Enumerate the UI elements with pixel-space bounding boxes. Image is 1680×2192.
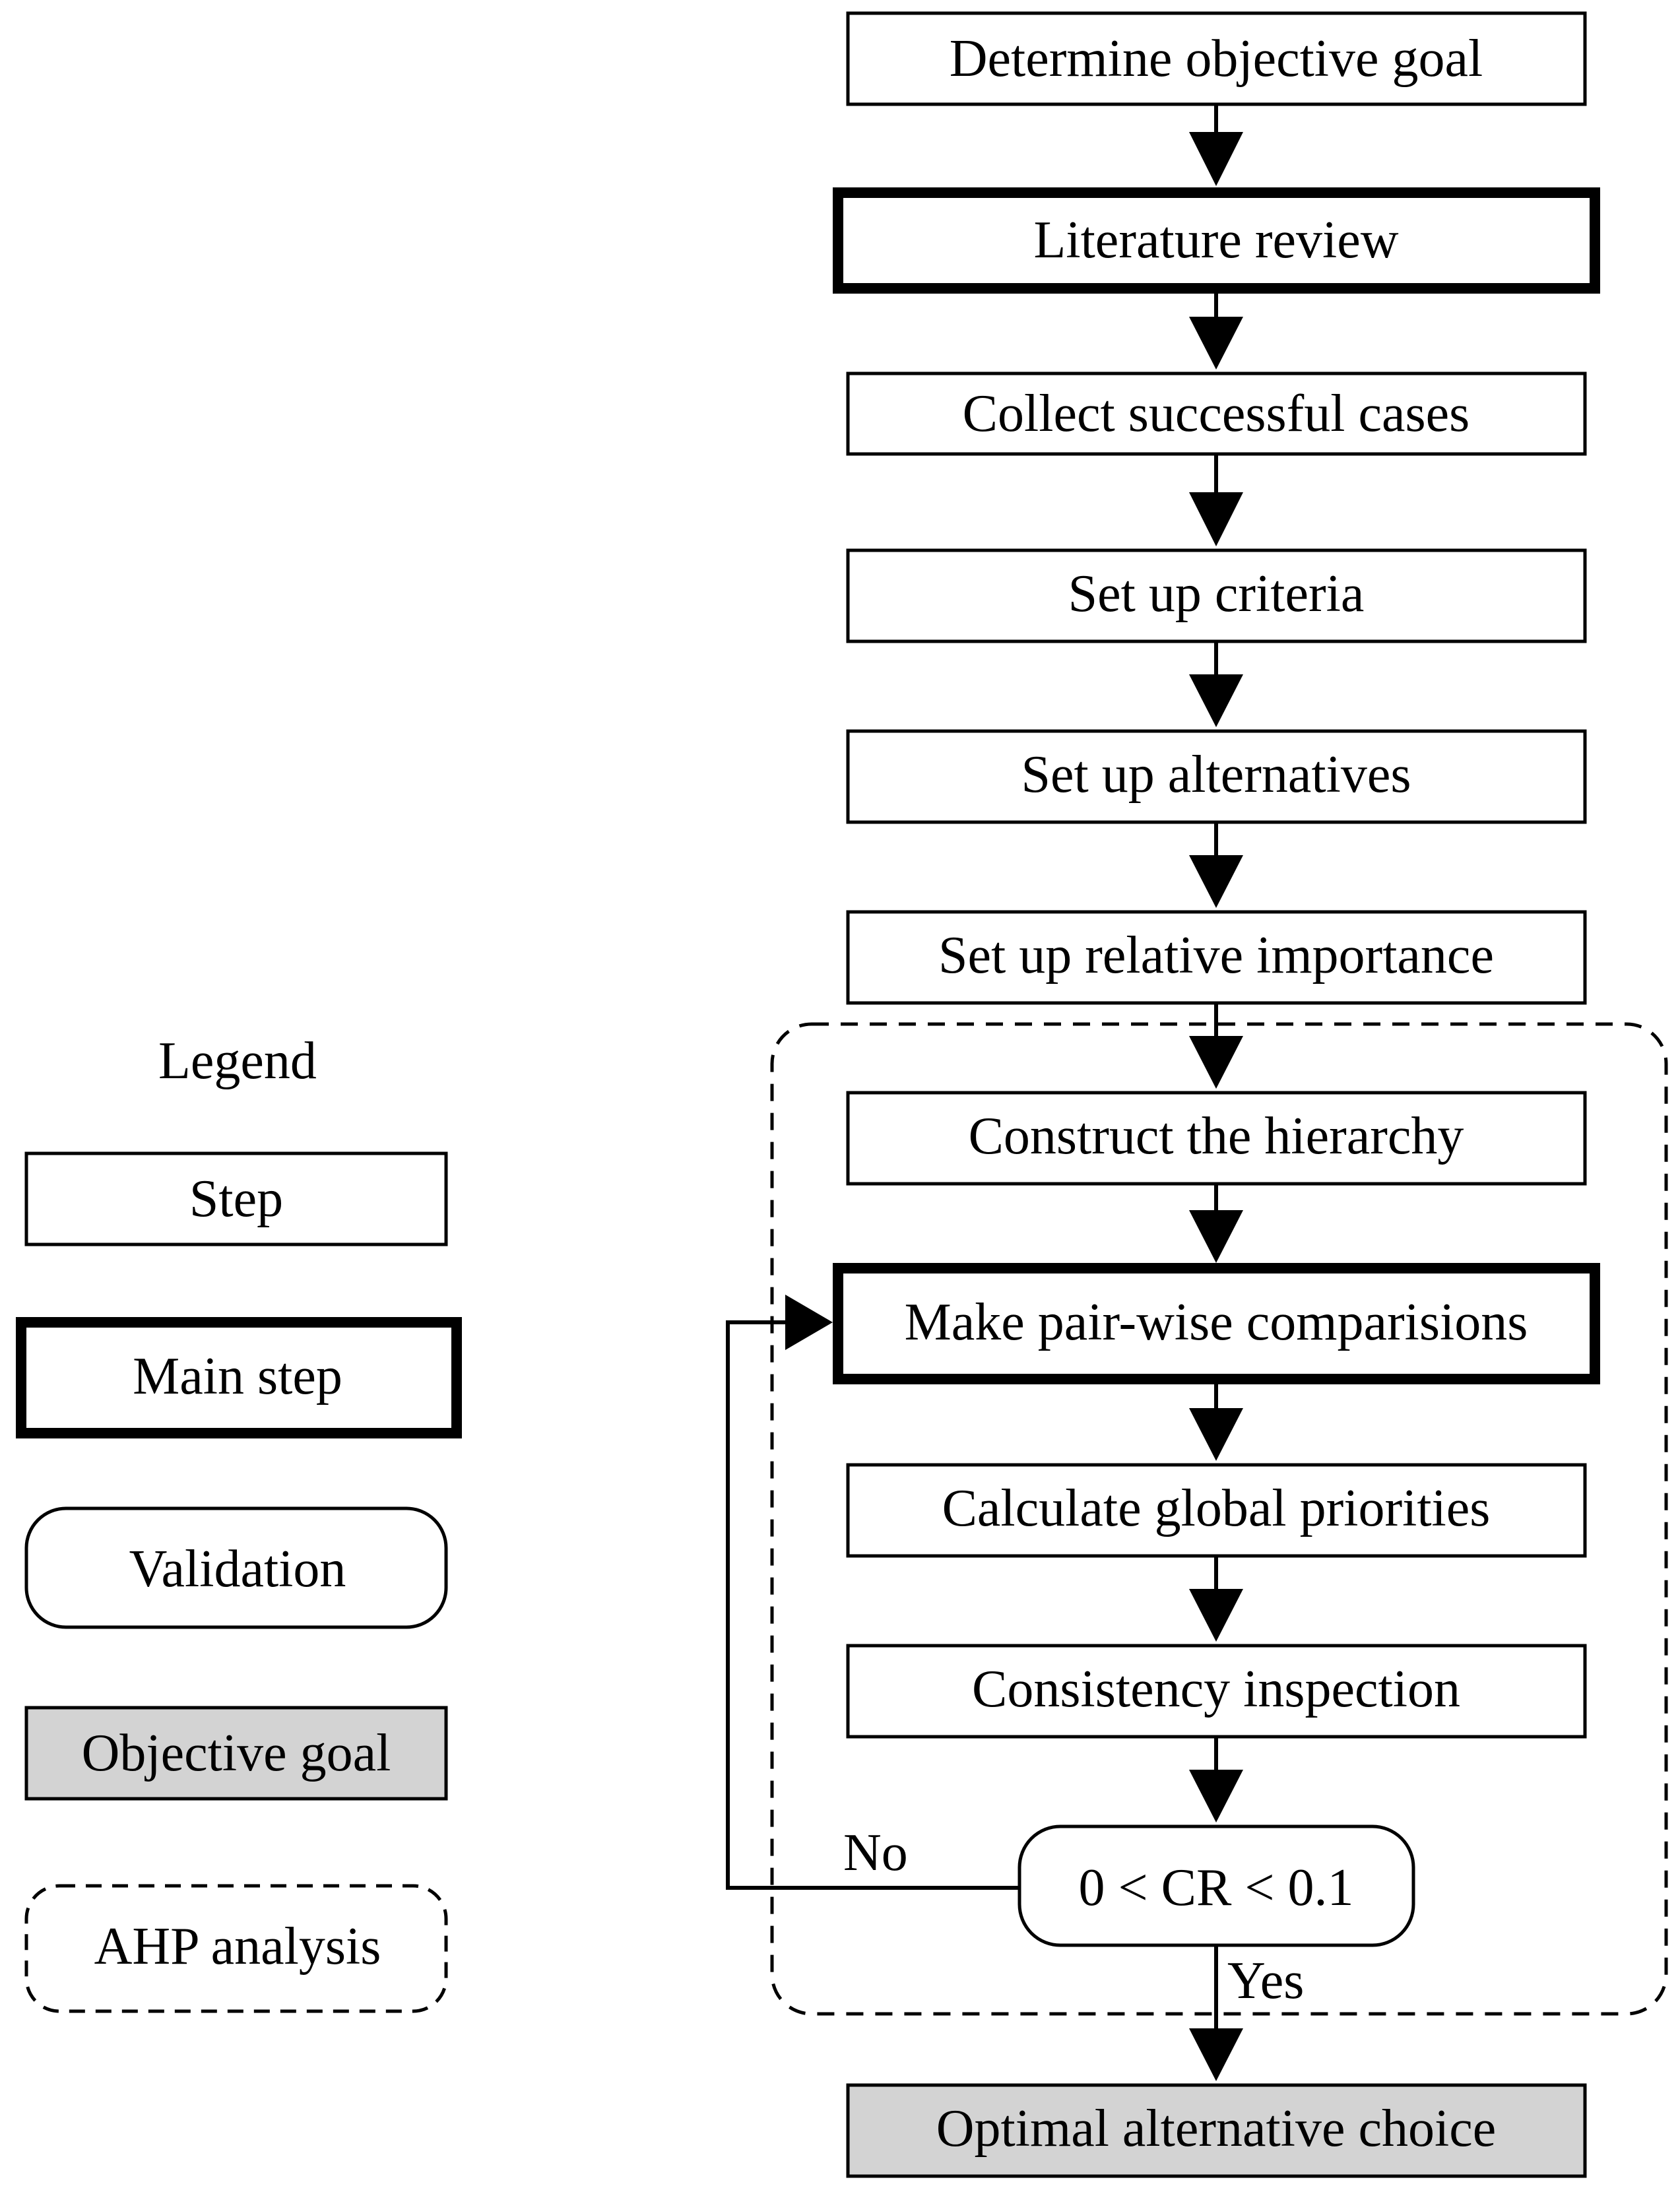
step-set-up-alternatives: Set up alternatives	[846, 729, 1587, 824]
legend-validation: Validation	[24, 1506, 448, 1629]
step-set-up-relative-importance: Set up relative importance	[846, 910, 1587, 1005]
legend: Legend Step Main step Validation Objecti…	[16, 1032, 462, 2013]
step-determine-objective-goal: Determine objective goal	[846, 11, 1587, 106]
arrow-10	[1189, 1737, 1243, 1822]
legend-title: Legend	[158, 1032, 317, 1090]
decision-cr-validation: 0 < CR < 0.1	[1018, 1824, 1415, 1947]
decision-label: 0 < CR < 0.1	[1079, 1859, 1354, 1917]
step-label: Set up alternatives	[1021, 746, 1411, 804]
step-make-pair-wise-comparisions: Make pair-wise comparisions	[833, 1263, 1600, 1384]
no-label: No	[843, 1824, 908, 1882]
legend-main-step-label: Main step	[133, 1347, 342, 1405]
arrow-3	[1189, 454, 1243, 546]
arrow-no-loop	[726, 1295, 1019, 1890]
step-label: Determine objective goal	[950, 30, 1483, 88]
arrow-5	[1189, 822, 1243, 908]
step-label: Set up criteria	[1068, 565, 1365, 623]
step-label: Make pair-wise comparisions	[905, 1293, 1528, 1351]
step-consistency-inspection: Consistency inspection	[846, 1644, 1587, 1739]
arrow-6	[1189, 1003, 1243, 1089]
step-label: Collect successful cases	[963, 385, 1470, 443]
legend-ahp-analysis-label: AHP analysis	[94, 1918, 381, 1976]
arrow-yes	[1189, 1945, 1243, 2081]
step-literature-review: Literature review	[833, 187, 1600, 294]
legend-main-step: Main step	[16, 1317, 462, 1438]
step-collect-successful-cases: Collect successful cases	[846, 371, 1587, 456]
step-calculate-global-priorities: Calculate global priorities	[846, 1463, 1587, 1558]
step-construct-the-hierarchy: Construct the hierarchy	[846, 1091, 1587, 1186]
legend-objective-goal-label: Objective goal	[82, 1724, 391, 1782]
arrow-2	[1189, 294, 1243, 370]
final-label: Optimal alternative choice	[936, 2100, 1497, 2158]
legend-step: Step	[24, 1151, 448, 1246]
legend-ahp-analysis: AHP analysis	[24, 1884, 448, 2013]
arrow-9	[1189, 1556, 1243, 1642]
legend-objective-goal: Objective goal	[24, 1706, 448, 1801]
step-set-up-criteria: Set up criteria	[846, 548, 1587, 643]
step-label: Calculate global priorities	[942, 1479, 1491, 1537]
step-label: Construct the hierarchy	[969, 1107, 1464, 1165]
legend-validation-label: Validation	[129, 1540, 346, 1598]
arrow-1	[1189, 104, 1243, 186]
step-label: Consistency inspection	[972, 1660, 1460, 1718]
connector-arrows	[726, 104, 1243, 2081]
yes-label: Yes	[1227, 1952, 1304, 2010]
ahp-analysis-region	[770, 1022, 1668, 2016]
arrow-7	[1189, 1184, 1243, 1263]
legend-step-label: Step	[189, 1170, 283, 1228]
step-label: Literature review	[1033, 211, 1398, 269]
final-optimal-alternative-choice: Optimal alternative choice	[846, 2083, 1587, 2178]
arrow-8	[1189, 1384, 1243, 1461]
arrow-4	[1189, 641, 1243, 727]
step-label: Set up relative importance	[938, 926, 1494, 984]
